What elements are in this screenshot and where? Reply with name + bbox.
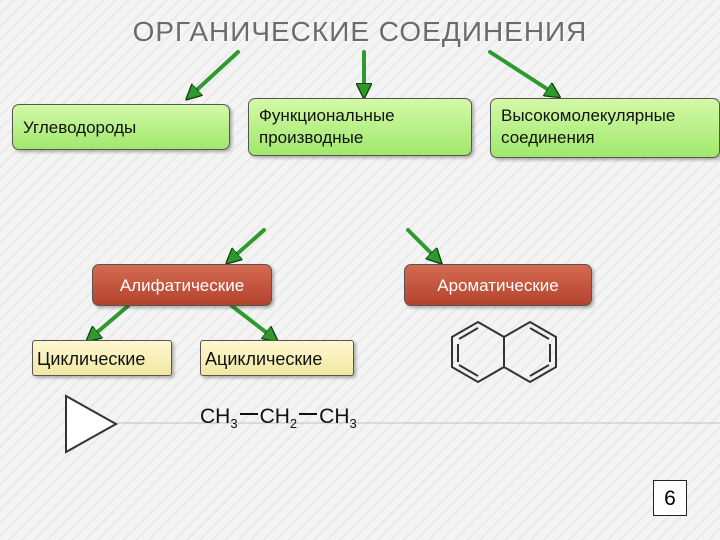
arrow-to-aliphatic xyxy=(228,228,266,262)
formula-group-2: CH xyxy=(259,405,290,428)
aliphatic-box: Алифатические xyxy=(92,264,272,306)
bond-2 xyxy=(299,413,318,416)
arrow-to-cyclic xyxy=(88,304,130,340)
arrow-to-aromatic xyxy=(406,228,440,262)
arrow-to-hydrocarbons xyxy=(188,50,240,98)
cyclic-box: Циклические xyxy=(32,340,172,376)
page-number: 6 xyxy=(653,480,687,516)
acyclic-box: Ациклические xyxy=(200,340,354,376)
hydrocarbons-box: Углеводороды xyxy=(12,104,230,150)
formula-subscript-3: 3 xyxy=(349,416,357,432)
formula-group-1: CH xyxy=(200,405,231,428)
naphthalene-structure xyxy=(451,320,557,384)
macromolecular-compounds-box: Высокомолекулярные соединения xyxy=(490,98,720,158)
bond-1 xyxy=(239,413,258,416)
aromatic-box: Ароматические xyxy=(404,264,592,306)
cyclopropane-structure xyxy=(65,394,119,454)
functional-derivatives-box: Функциональные производные xyxy=(248,98,472,156)
diagram-title: ОРГАНИЧЕСКИЕ СОЕДИНЕНИЯ xyxy=(132,16,588,47)
formula-subscript-1: 3 xyxy=(230,416,238,432)
arrow-to-acyclic xyxy=(230,304,276,340)
formula-group-3: CH xyxy=(319,405,350,428)
formula-subscript-2: 2 xyxy=(289,416,298,432)
arrow-to-macromolecular xyxy=(488,50,558,96)
